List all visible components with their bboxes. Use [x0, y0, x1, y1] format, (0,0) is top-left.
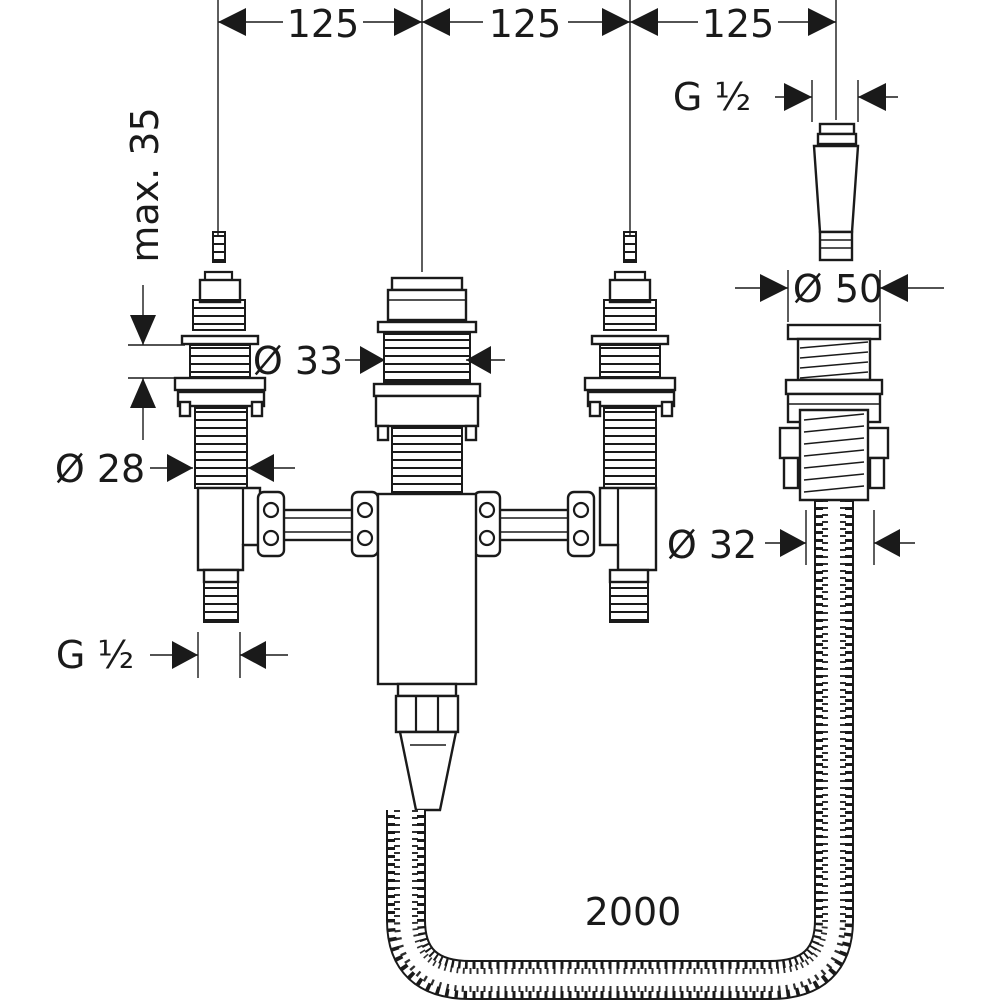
union-nut: [566, 490, 596, 558]
valve-diameter-label: Ø 28: [55, 447, 145, 491]
arrowhead-icon: [360, 346, 385, 374]
spout-diameter-dimension: Ø 50: [735, 267, 944, 322]
valve-diameter-dimension: Ø 28: [55, 447, 295, 491]
arrowhead-icon: [602, 8, 630, 36]
hose-diameter-label: Ø 32: [667, 523, 757, 567]
arrowhead-icon: [167, 454, 193, 482]
max-depth-label: max. 35: [123, 107, 167, 262]
flexible-hose: 2000: [386, 500, 854, 1000]
arrowhead-icon: [130, 315, 156, 345]
thread-label-top-right: G ½: [673, 75, 751, 119]
union-nut: [256, 490, 286, 558]
arrowhead-icon: [240, 641, 266, 669]
top-dimension-chain: 125 125 125: [217, 0, 837, 272]
arrowhead-icon: [858, 83, 886, 111]
arrowhead-icon: [880, 274, 908, 302]
connector-pipes: [256, 490, 596, 558]
arrowhead-icon: [780, 529, 806, 557]
thread-dimension-bottom-left: G ½: [56, 632, 288, 678]
arrowhead-icon: [394, 8, 422, 36]
dimension-label-125-left: 125: [287, 2, 360, 46]
dimension-label-125-middle: 125: [489, 2, 562, 46]
arrowhead-icon: [422, 8, 450, 36]
arrowhead-icon: [130, 378, 156, 408]
dimension-label-125-right: 125: [702, 2, 775, 46]
thread-label-bottom-left: G ½: [56, 633, 134, 677]
arrowhead-icon: [630, 8, 658, 36]
thread-dimension-top-right: G ½: [673, 75, 898, 122]
max-depth-dimension: max. 35: [123, 107, 185, 440]
right-valve-assembly: [583, 231, 677, 623]
arrowhead-icon: [784, 83, 812, 111]
spout-assembly: [778, 122, 890, 502]
center-diverter-body: [372, 276, 482, 734]
arrowhead-icon: [218, 8, 246, 36]
center-diameter-dimension: Ø 33: [253, 339, 505, 383]
union-nut: [472, 490, 502, 558]
center-diameter-label: Ø 33: [253, 339, 343, 383]
left-valve-assembly: [173, 231, 267, 623]
arrowhead-icon: [172, 641, 198, 669]
arrowhead-icon: [808, 8, 836, 36]
arrowhead-icon: [248, 454, 274, 482]
hose-length-label: 2000: [585, 890, 682, 934]
arrowhead-icon: [874, 529, 900, 557]
arrowhead-icon: [760, 274, 788, 302]
hose-diameter-dimension: Ø 32: [667, 510, 915, 567]
spout-diameter-label: Ø 50: [793, 267, 883, 311]
union-nut: [350, 490, 380, 558]
arrowhead-icon: [466, 346, 491, 374]
